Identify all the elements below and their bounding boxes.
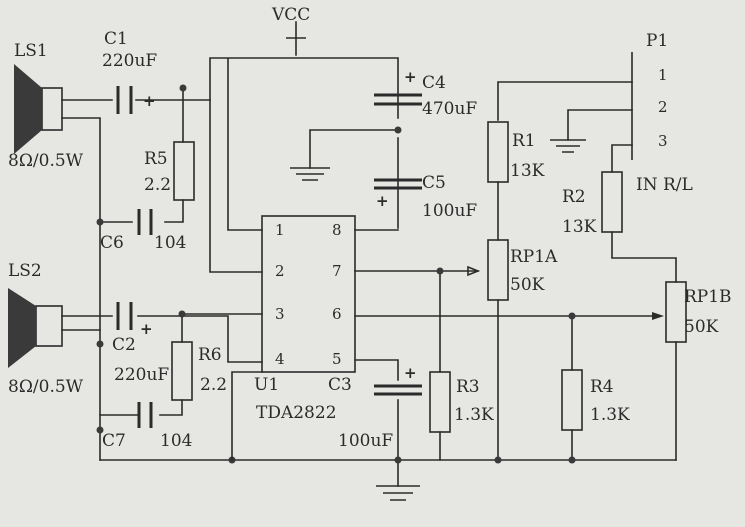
- junction-dot: [96, 340, 104, 348]
- r5-value: 2.2: [144, 175, 171, 195]
- junction-dot: [568, 456, 576, 464]
- rp1b-label: RP1B: [684, 287, 732, 307]
- p1-pin-1: 1: [658, 66, 668, 84]
- ls1-label: LS1: [14, 41, 48, 61]
- junction-dot: [568, 312, 576, 320]
- capacitor-c6: C6 104: [100, 209, 186, 253]
- ls2-spec: 8Ω/0.5W: [8, 377, 84, 397]
- capacitor-c2: + C2 220uF: [112, 302, 169, 385]
- c2-label: C2: [112, 335, 136, 355]
- ic-ref: U1: [254, 375, 279, 395]
- rp1a-value: 50K: [510, 275, 545, 295]
- ic-pin-8: 8: [332, 221, 342, 239]
- ic-u1: 1 2 3 4 8 7 6 5 U1 TDA2822: [231, 215, 356, 461]
- junction-dot: [394, 126, 402, 134]
- r3-value: 1.3K: [454, 405, 494, 425]
- c5-label: C5: [422, 173, 446, 193]
- junction-dot: [96, 218, 104, 226]
- ic-pin-3: 3: [275, 305, 285, 323]
- capacitor-c7: C7 104: [99, 402, 192, 451]
- resistor-r2: R2 13K: [562, 171, 623, 237]
- c7-value: 104: [160, 431, 192, 451]
- speaker-ls1: LS1 8Ω/0.5W: [8, 41, 84, 171]
- capacitor-c1: + C1 220uF: [102, 29, 157, 114]
- r3-label: R3: [456, 377, 480, 397]
- junction-dot: [436, 267, 444, 275]
- c1-label: C1: [104, 29, 128, 49]
- potentiometer-rp1b: RP1B 50K: [652, 281, 732, 343]
- c3-value: 100uF: [338, 431, 393, 451]
- capacitor-c5: + C5 100uF: [374, 173, 477, 221]
- c6-label: C6: [100, 233, 124, 253]
- ic-pin-2: 2: [275, 262, 285, 280]
- ls1-spec: 8Ω/0.5W: [8, 151, 84, 171]
- r4-value: 1.3K: [590, 405, 630, 425]
- junction-dot: [178, 310, 186, 318]
- junction-dot: [179, 84, 187, 92]
- c4-value: 470uF: [422, 99, 477, 119]
- ls2-label: LS2: [8, 261, 42, 281]
- ground-p1: [550, 139, 586, 153]
- ic-pin-5: 5: [332, 350, 342, 368]
- svg-text:+: +: [140, 320, 153, 338]
- potentiometer-rp1a: RP1A 50K: [467, 239, 558, 301]
- svg-text:+: +: [404, 364, 417, 382]
- connector-p1: P1 1 2 3 IN R/L: [631, 31, 693, 195]
- resistor-r6: R6 2.2: [171, 341, 227, 401]
- wires: [61, 21, 677, 487]
- junction-dots: [96, 84, 576, 464]
- r2-value: 13K: [562, 217, 597, 237]
- resistor-r3: R3 1.3K: [429, 371, 494, 433]
- r5-label: R5: [144, 149, 168, 169]
- vcc-label: VCC: [271, 5, 310, 25]
- p1-pin-3: 3: [658, 132, 668, 150]
- ic-pin-7: 7: [332, 262, 342, 280]
- capacitor-c4: + C4 470uF: [374, 68, 477, 119]
- junction-dot: [494, 456, 502, 464]
- p1-label: P1: [646, 31, 668, 51]
- c3-label: C3: [328, 375, 352, 395]
- ic-pin-6: 6: [332, 305, 342, 323]
- r6-label: R6: [198, 345, 222, 365]
- capacitor-c3: + C3 100uF: [328, 364, 422, 451]
- c4-label: C4: [422, 73, 446, 93]
- ic-pin-4: 4: [275, 350, 285, 368]
- rp1a-label: RP1A: [510, 247, 558, 267]
- junction-dot: [394, 456, 402, 464]
- c6-value: 104: [154, 233, 186, 253]
- c2-value: 220uF: [114, 365, 169, 385]
- svg-text:+: +: [376, 192, 389, 210]
- ic-pin-1: 1: [275, 221, 285, 239]
- ground-c4: [290, 167, 330, 181]
- rp1b-value: 50K: [684, 317, 719, 337]
- ic-part: TDA2822: [256, 403, 337, 423]
- c1-value: 220uF: [102, 51, 157, 71]
- svg-text:+: +: [404, 68, 417, 86]
- r6-value: 2.2: [200, 375, 227, 395]
- svg-text:+: +: [143, 92, 156, 110]
- r1-value: 13K: [510, 161, 545, 181]
- junction-dot: [96, 426, 104, 434]
- p1-pin-2: 2: [658, 98, 668, 116]
- vcc-symbol: VCC: [271, 5, 310, 39]
- ground-main: [376, 485, 420, 501]
- c7-label: C7: [102, 431, 126, 451]
- resistor-r4: R4 1.3K: [561, 369, 630, 431]
- resistor-r1: R1 13K: [487, 121, 545, 183]
- r1-label: R1: [512, 131, 536, 151]
- c5-value: 100uF: [422, 201, 477, 221]
- resistor-r5: R5 2.2: [144, 141, 195, 201]
- r2-label: R2: [562, 187, 586, 207]
- p1-input-label: IN R/L: [636, 175, 693, 195]
- speaker-ls2: LS2 8Ω/0.5W: [8, 261, 84, 397]
- r4-label: R4: [590, 377, 614, 397]
